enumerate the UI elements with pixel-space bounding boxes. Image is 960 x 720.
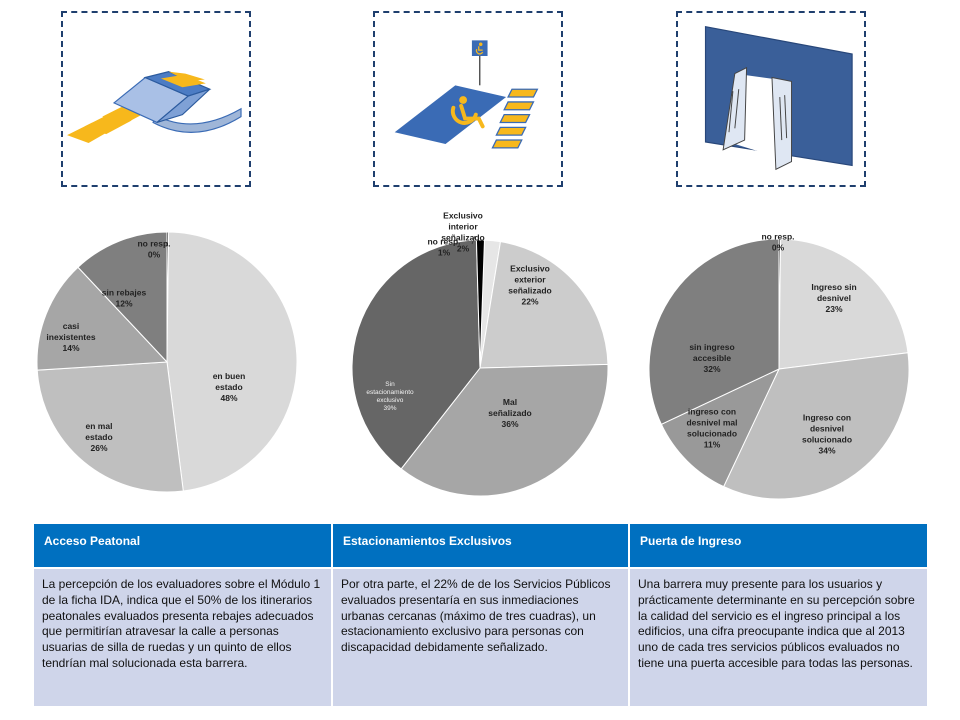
table-header-puerta-ingreso: Puerta de Ingreso [629, 524, 927, 568]
pie-slice-label-no-resp-0: no resp. [137, 239, 170, 249]
pie-value-label-no-resp: 0% [148, 250, 161, 260]
pie-slice-label-ingreso-con-desnivel-mal-solucionado-0: ingreso con [688, 407, 736, 417]
table-header-acceso-peatonal: Acceso Peatonal [34, 524, 333, 568]
pie-slice-label-ingreso-con-desnivel-solucionado-0: Ingreso con [803, 413, 851, 423]
pie-slice-label-ingreso-con-desnivel-solucionado-2: solucionado [802, 435, 852, 445]
pie-slice-label-ingreso-con-desnivel-mal-solucionado-1: desnivel mal [686, 418, 737, 428]
pie-value-label-no-resp: 1% [438, 248, 451, 258]
table-header-estacionamientos: Estacionamientos Exclusivos [332, 524, 630, 568]
table-row: La percepción de los evaluadores sobre e… [34, 567, 927, 706]
pie-slice-label-ingreso-sin-desnivel-0: Ingreso sin [811, 282, 856, 292]
pie-slice-label-ingreso-sin-desnivel-1: desnivel [817, 293, 851, 303]
pie-value-label-ingreso-con-desnivel-mal-solucionado: 11% [704, 440, 721, 450]
pie-slice-label-exclusivo-exterior-senalizado-2: señalizado [508, 286, 551, 296]
pie-value-label-no-resp: 0% [772, 243, 785, 253]
pie-slice-label-sin-estacionamiento-exclusivo-1: estacionamiento [366, 389, 414, 396]
pie-slice-label-en-mal-estado-1: estado [85, 432, 112, 442]
pie-slice-sin-rebajes [77, 231, 168, 364]
pie-slice-no-resp [778, 238, 782, 370]
pie-slice-exclusivo-exterior-senalizado [479, 241, 609, 369]
pie-slice-label-exclusivo-interior-senalizado-0: Exclusivo [443, 211, 483, 221]
pie-slice-label-en-buen-estado-1: estado [215, 382, 242, 392]
pie-slice-label-exclusivo-interior-senalizado-1: interior [448, 222, 478, 232]
pie-slice-label-sin-ingreso-accesible-1: accesible [693, 353, 732, 363]
pie-value-label-ingreso-sin-desnivel: 23% [825, 304, 842, 314]
pie-slice-label-mal-senalizado-0: Mal [503, 397, 517, 407]
pie-value-label-exclusivo-exterior-senalizado: 22% [521, 297, 538, 307]
pie-slice-label-exclusivo-exterior-senalizado-1: exterior [514, 275, 546, 285]
pie-value-label-ingreso-con-desnivel-solucionado: 34% [818, 446, 835, 456]
pie-value-label-exclusivo-interior-senalizado: 2% [457, 244, 470, 254]
pie-value-label-sin-rebajes: 12% [115, 299, 132, 309]
pie-slice-ingreso-sin-desnivel [778, 238, 909, 370]
pie-slice-label-sin-ingreso-accesible-0: sin ingreso [689, 342, 734, 352]
pie-slice-label-no-resp-0: no resp. [761, 232, 794, 242]
pie-value-label-sin-ingreso-accesible: 32% [703, 364, 720, 374]
pie-slice-label-en-buen-estado-0: en buen [213, 371, 246, 381]
pie-slice-no-resp [166, 231, 170, 363]
pie-slice-label-exclusivo-interior-senalizado-2: señalizado [441, 233, 484, 243]
illustration-frame-pedestrian [61, 11, 251, 187]
pie-slice-ingreso-con-desnivel-mal-solucionado [660, 367, 781, 488]
pie-slice-sin-estacionamiento-exclusivo [351, 239, 481, 470]
pie-slice-sin-ingreso-accesible [648, 238, 780, 426]
pie-slice-label-ingreso-con-desnivel-solucionado-1: desnivel [810, 424, 844, 434]
pie-slice-label-casi-inexistentes-0: casi [63, 321, 80, 331]
pie-slice-mal-senalizado [400, 363, 609, 497]
pie-value-label-en-mal-estado: 26% [90, 443, 107, 453]
pie-slice-label-sin-estacionamiento-exclusivo-2: exclusivo [377, 397, 404, 404]
pie-slice-no-resp [475, 239, 485, 369]
pie-slice-label-mal-senalizado-1: señalizado [488, 408, 531, 418]
info-table: Acceso Peatonal Estacionamientos Exclusi… [34, 524, 927, 706]
pie-value-label-mal-senalizado: 36% [501, 419, 518, 429]
pie-value-label-sin-estacionamiento-exclusivo: 39% [383, 405, 396, 412]
illustration-frame-parking [373, 11, 563, 187]
pie-slice-label-sin-rebajes-0: sin rebajes [102, 288, 147, 298]
table-cell-acceso-peatonal: La percepción de los evaluadores sobre e… [34, 567, 333, 706]
sidewalk-curb-ramp-icon [67, 71, 242, 143]
pie-slice-label-sin-estacionamiento-exclusivo-0: Sin [385, 381, 395, 388]
pie-slice-label-no-resp-0: no resp. [427, 237, 460, 247]
pie-value-label-en-buen-estado: 48% [220, 393, 237, 403]
illustration-frame-entrance [676, 11, 866, 187]
pie-slice-casi-inexistentes [36, 266, 169, 371]
pie-chart-svg-2: Exclusivointeriorseñalizado2%Exclusivoex… [351, 211, 609, 497]
pie-slice-label-ingreso-con-desnivel-mal-solucionado-2: solucionado [687, 429, 737, 439]
entrance-door-icon [704, 25, 853, 171]
pie-slice-label-exclusivo-exterior-senalizado-0: Exclusivo [510, 264, 550, 274]
pie-slice-label-casi-inexistentes-1: inexistentes [46, 332, 95, 342]
pie-slice-label-en-mal-estado-0: en mal [86, 421, 113, 431]
table-cell-estacionamientos: Por otra parte, el 22% de de los Servici… [332, 567, 630, 706]
accessible-parking-icon [394, 40, 539, 149]
table-cell-puerta-ingreso: Una barrera muy presente para los usuari… [629, 567, 927, 706]
pie-slice-en-mal-estado [36, 361, 184, 493]
pie-slice-en-buen-estado [166, 231, 298, 492]
pie-value-label-casi-inexistentes: 14% [62, 343, 79, 353]
pie-leader-line [471, 235, 476, 245]
